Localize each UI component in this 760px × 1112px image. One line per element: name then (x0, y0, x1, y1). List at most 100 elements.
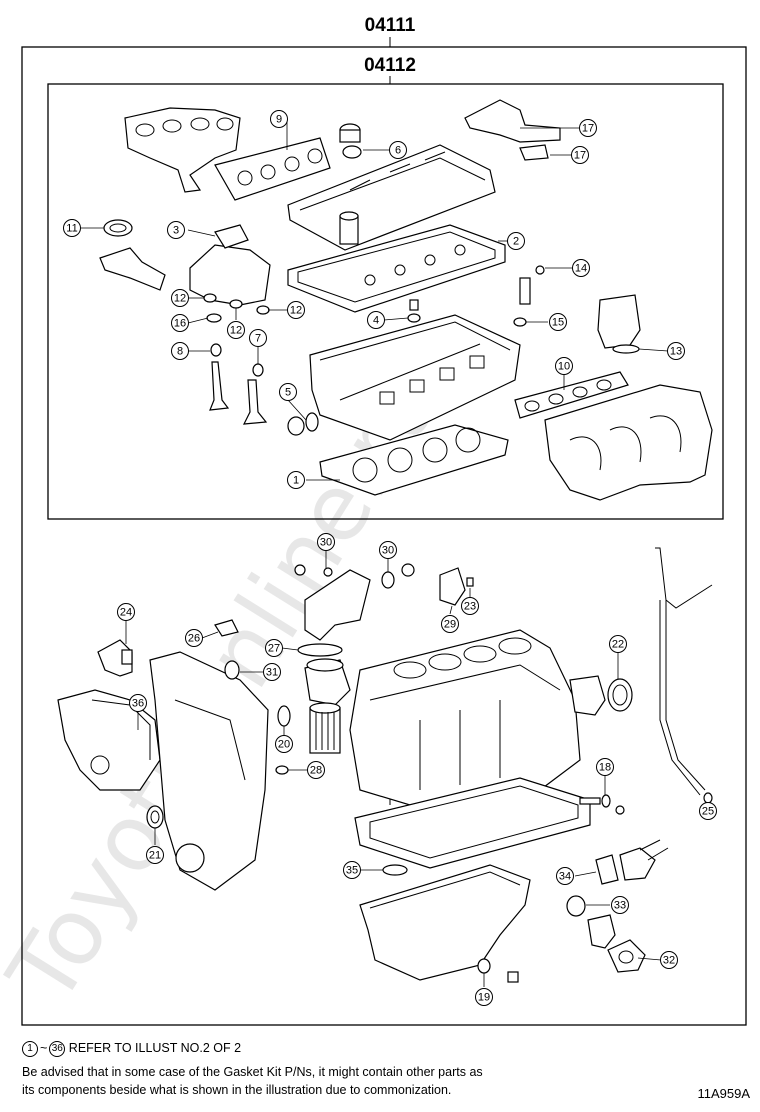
callout-label: 14 (575, 263, 587, 275)
callout-35: 35 (343, 861, 361, 879)
oil-dipstick-guide (655, 547, 713, 804)
callout-11: 11 (63, 219, 81, 237)
callout-label: 32 (663, 955, 675, 967)
oil-drain-plug (579, 794, 625, 815)
callout-26: 26 (185, 629, 203, 647)
callout-label: 16 (174, 318, 186, 330)
callout-20: 20 (275, 735, 293, 753)
thermostat-and-gasket (566, 895, 616, 949)
intake-manifold (544, 384, 713, 501)
water-bypass-brackets (464, 99, 561, 161)
advisory-line-2: its components beside what is shown in t… (22, 1083, 452, 1097)
spark-plug-tube-gasket (407, 299, 421, 323)
callout-label: 2 (513, 236, 519, 248)
callout-label: 34 (559, 871, 571, 883)
timing-cover-seals (214, 619, 343, 680)
callout-31: 31 (263, 663, 281, 681)
callout-label: 12 (174, 293, 186, 305)
callout-28: 28 (307, 761, 325, 779)
camshaft-seal (287, 412, 319, 436)
oil-filler-cap (339, 123, 362, 159)
callout-29: 29 (441, 615, 459, 633)
callout-label: 19 (478, 992, 490, 1004)
callout-label: 29 (444, 619, 456, 631)
callout-label: 9 (276, 114, 282, 126)
callout-label: 25 (702, 806, 714, 818)
callout-17: 17 (579, 119, 597, 137)
water-inlet-gasket (607, 939, 646, 973)
callout-6: 6 (389, 141, 407, 159)
callout-label: 15 (552, 317, 564, 329)
callout-label: 31 (266, 667, 278, 679)
callout-label: 11 (66, 223, 77, 235)
drain-plug-gasket (477, 958, 519, 983)
callout-label: 18 (599, 762, 611, 774)
cylinder-block (349, 629, 581, 809)
callout-label: 30 (382, 545, 394, 557)
callout-label: 8 (177, 346, 183, 358)
exhaust-manifold (124, 107, 241, 193)
callout-21: 21 (146, 846, 164, 864)
callout-label: 3 (173, 225, 179, 237)
cylinder-head-gasket (319, 424, 509, 496)
engine-mounting-bracket-gasket (97, 639, 133, 677)
callout-13: 13 (667, 342, 685, 360)
exhaust-pipe-gasket (99, 219, 166, 291)
callout-30: 30 (317, 533, 335, 551)
callout-label: 26 (188, 633, 200, 645)
exhaust-manifold-gasket (214, 137, 331, 201)
oil-strainer-gasket (382, 864, 408, 876)
callout-label: 22 (612, 639, 624, 651)
callout-label: 17 (574, 150, 586, 162)
callout-36: 36 (129, 694, 147, 712)
water-pump (57, 689, 161, 791)
callout-label: 21 (149, 850, 161, 862)
callout-10: 10 (555, 357, 573, 375)
callout-1: 1 (287, 471, 305, 489)
outer-kit-number: 04111 (365, 15, 416, 36)
callout-18: 18 (596, 758, 614, 776)
callout-32: 32 (660, 951, 678, 969)
leader-lines (80, 119, 709, 987)
callout-label: 24 (120, 607, 132, 619)
outer-kit-frame (21, 46, 747, 1026)
oil-pan-stiffener (354, 777, 591, 869)
reference-note: 1~36 REFER TO ILLUST NO.2 OF 2 (22, 1040, 241, 1057)
bracket-gasket (439, 567, 474, 606)
callout-14: 14 (572, 259, 590, 277)
refer-text: REFER TO ILLUST NO.2 OF 2 (68, 1041, 242, 1055)
water-outlet-housing (189, 224, 271, 306)
callout-label: 10 (558, 361, 570, 373)
inner-kit-number: 04112 (364, 55, 416, 76)
oil-pan (359, 864, 531, 981)
callout-33: 33 (611, 896, 629, 914)
callout-7: 7 (249, 329, 267, 347)
callout-5: 5 (279, 383, 297, 401)
callout-22: 22 (609, 635, 627, 653)
callout-label: 35 (346, 865, 358, 877)
callout-12: 12 (287, 301, 305, 319)
cylinder-head (309, 314, 521, 441)
callout-15: 15 (549, 313, 567, 331)
range-start-callout: 1 (22, 1040, 38, 1057)
callout-label: 28 (310, 765, 322, 777)
valves (209, 343, 268, 425)
timing-chain-cover (149, 651, 269, 891)
range-end-callout: 36 (49, 1040, 66, 1057)
callout-24: 24 (117, 603, 135, 621)
callout-23: 23 (461, 597, 479, 615)
callout-label: 30 (320, 537, 332, 549)
range-separator: ~ (40, 1041, 48, 1055)
callout-30: 30 (379, 541, 397, 559)
callout-label: 13 (670, 346, 682, 358)
callout-34: 34 (556, 867, 574, 885)
callout-label: 5 (285, 387, 291, 399)
callout-3: 3 (167, 221, 185, 239)
cylinder-head-cover (287, 144, 496, 251)
callout-12: 12 (171, 289, 189, 307)
illustration-id: 11A959A (697, 1086, 750, 1101)
callout-label: 1 (293, 475, 299, 487)
callout-19: 19 (475, 988, 493, 1006)
callout-label: 12 (230, 325, 242, 337)
